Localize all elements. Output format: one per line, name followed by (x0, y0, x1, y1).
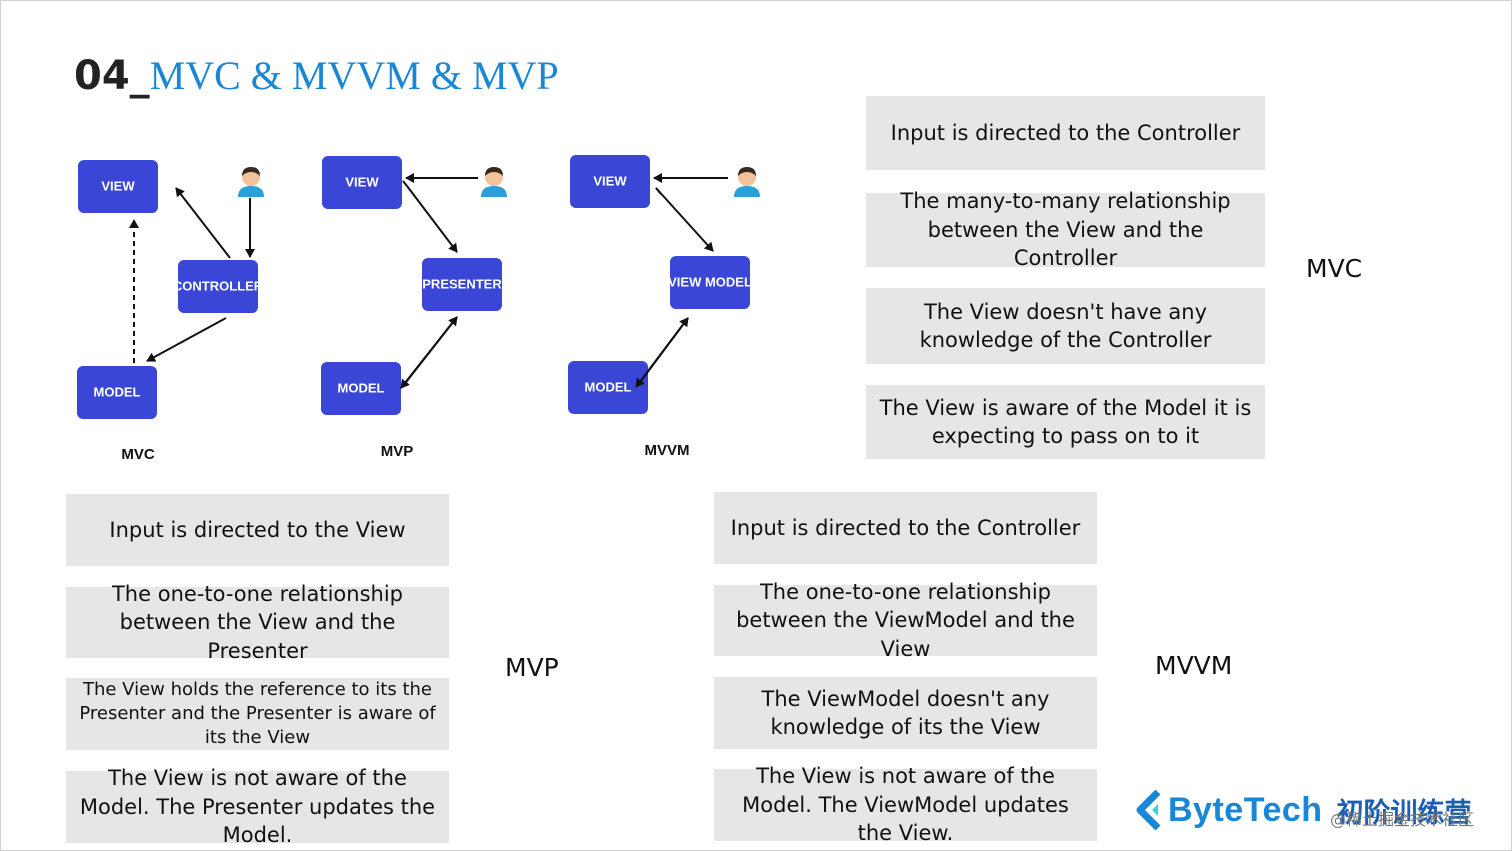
mvvm-caption: MVVM (645, 442, 690, 459)
mvc-controller-to-view-arrow (175, 187, 231, 259)
mvvm-diagram: VIEW VIEW MODEL MODEL MVVM (568, 155, 760, 459)
mvp-view-to-presenter-arrow (406, 185, 458, 253)
mvc-caption: MVC (121, 446, 155, 463)
mvp-caption: MVP (381, 443, 414, 460)
mvp-model-to-presenter-arrow (402, 316, 458, 387)
svg-text:VIEW: VIEW (345, 174, 379, 189)
svg-text:MODEL: MODEL (94, 384, 141, 399)
mvvm-label: MVVM (1155, 651, 1233, 680)
watermark-text: @稀土掘金技术社区 (1330, 810, 1475, 829)
mvvm-viewmodel-node: VIEW MODEL (668, 256, 752, 309)
mvp-label: MVP (505, 653, 559, 682)
mvp-diagram: VIEW PRESENTER MODEL MVP (321, 156, 507, 460)
bytetech-logo: ByteTech 初阶训练营 (1136, 790, 1472, 830)
brand-name: ByteTech (1168, 790, 1323, 829)
mvp-view-presenter-tail (402, 180, 408, 187)
svg-text:VIEW: VIEW (101, 178, 135, 193)
mvvm-view-to-viewmodel-arrow (655, 187, 714, 252)
mvvm-card-viewmodel-knowledge: The ViewModel doesn't any knowledge of i… (714, 677, 1097, 749)
mvp-card-relationship: The one-to-one relationship between the … (66, 582, 449, 663)
mvvm-model-node: MODEL (568, 361, 648, 414)
mvc-card-relationship: The many-to-many relationship between th… (866, 189, 1265, 270)
mvp-card-input: Input is directed to the View (66, 494, 449, 566)
svg-text:VIEW: VIEW (593, 173, 627, 188)
mvp-card-model-updates: The View is not aware of the Model. The … (66, 766, 449, 847)
user-icon (734, 167, 760, 197)
mvc-card-view-knowledge: The View doesn't have any knowledge of t… (866, 288, 1265, 364)
mvc-model-node: MODEL (77, 366, 157, 419)
brand-chinese: 初阶训练营 (1336, 797, 1472, 829)
title-text: MVC & MVVM & MVP (149, 53, 559, 98)
mvp-view-node: VIEW (322, 156, 402, 209)
mvvm-card-model-updates: The View is not aware of the Model. The … (714, 764, 1097, 845)
svg-text:MODEL: MODEL (585, 379, 632, 394)
architecture-diagrams: VIEW CONTROLLER MODEL MVC VIEW (60, 140, 780, 470)
mvc-diagram: VIEW CONTROLLER MODEL MVC (77, 160, 264, 463)
mvp-card-references: The View holds the reference to its the … (66, 678, 449, 750)
svg-text:CONTROLLER: CONTROLLER (173, 278, 264, 293)
mvvm-card-relationship: The one-to-one relationship between the … (714, 580, 1097, 661)
mvc-card-model-awareness: The View is aware of the Model it is exp… (866, 385, 1265, 459)
mvp-model-node: MODEL (321, 362, 401, 415)
mvvm-card-input: Input is directed to the Controller (714, 492, 1097, 564)
user-icon (238, 167, 264, 197)
title-number: 04_ (74, 53, 150, 99)
mvc-controller-node: CONTROLLER (173, 260, 264, 313)
mvc-view-node: VIEW (78, 160, 158, 213)
mvc-label: MVC (1306, 254, 1363, 283)
svg-text:PRESENTER: PRESENTER (422, 276, 502, 291)
mvc-card-input: Input is directed to the Controller (866, 96, 1265, 170)
mvvm-view-viewmodel-tail (655, 187, 662, 195)
user-icon (481, 167, 507, 197)
svg-text:MODEL: MODEL (338, 380, 385, 395)
page-title: 04_MVC & MVVM & MVP (74, 52, 559, 99)
mvvm-view-node: VIEW (570, 155, 650, 208)
svg-text:VIEW MODEL: VIEW MODEL (668, 274, 752, 289)
mvp-presenter-node: PRESENTER (422, 258, 502, 311)
mvvm-viewmodel-to-model-arrow (635, 317, 689, 388)
bytetech-logo-icon (1136, 790, 1161, 830)
mvc-controller-to-model-arrow (146, 317, 227, 362)
